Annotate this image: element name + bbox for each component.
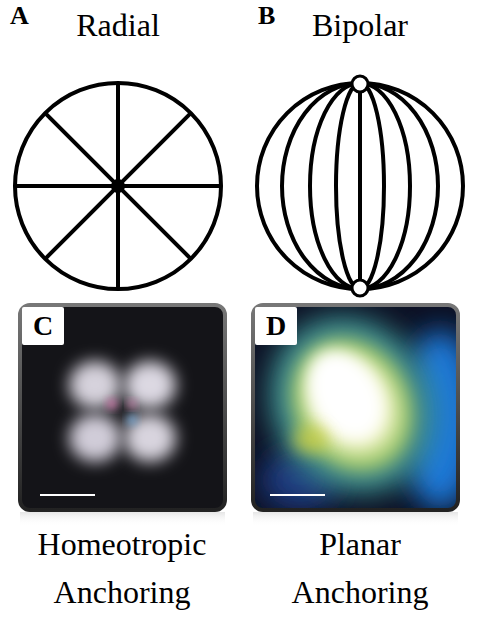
panel-letter: A: [10, 0, 40, 31]
panel-letter: B: [258, 0, 288, 31]
panel-letter: C: [22, 307, 64, 345]
micrograph-homeotropic: [20, 305, 225, 526]
panel-title: Bipolar: [255, 6, 465, 44]
anchoring-caption: Homeotropic Anchoring: [27, 520, 217, 616]
radial-figure: [15, 83, 221, 289]
panel-title: Radial: [13, 6, 223, 44]
micrograph-planar: [237, 285, 480, 526]
bipolar-figure: [257, 76, 463, 296]
panel-letter: D: [255, 307, 297, 345]
anchoring-caption: Planar Anchoring: [270, 520, 450, 616]
